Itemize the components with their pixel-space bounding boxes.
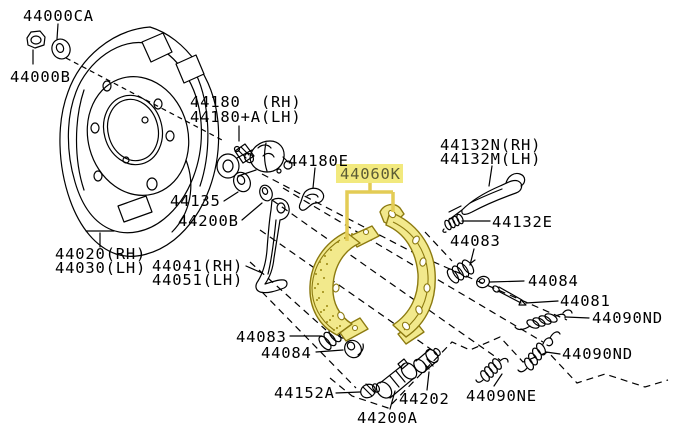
backing-plate <box>59 26 220 257</box>
highlight-label-bg <box>336 164 403 183</box>
spring-44090ND-upper <box>514 309 590 331</box>
part-label-44041-rh[interactable]: 44041(RH) <box>152 257 243 275</box>
washer-44135 <box>223 171 251 202</box>
part-label-44000b[interactable]: 44000B <box>10 68 71 86</box>
adjuster-socket-44152A <box>335 383 381 399</box>
wheel-cylinder <box>216 125 293 179</box>
part-label-44081[interactable]: 44081 <box>560 292 611 310</box>
part-label-44083-upper[interactable]: 44083 <box>450 232 501 250</box>
part-label-44084-lower[interactable]: 44084 <box>261 344 312 362</box>
part-label-44180-rh[interactable]: 44180 (RH) <box>190 93 301 111</box>
part-label-44060k-highlighted[interactable]: 44060K <box>340 165 401 183</box>
part-label-44132m-lh[interactable]: 44132M(LH) <box>440 150 541 168</box>
part-label-44202[interactable]: 44202 <box>399 390 450 408</box>
part-label-44135[interactable]: 44135 <box>170 192 221 210</box>
part-label-44083-lower[interactable]: 44083 <box>236 328 287 346</box>
part-label-44030-lh[interactable]: 44030(LH) <box>55 259 146 277</box>
adjuster-lever <box>448 165 526 220</box>
part-label-44180e[interactable]: 44180E <box>288 152 349 170</box>
parking-brake-lever <box>245 197 290 294</box>
part-label-44090nd-lower[interactable]: 44090ND <box>562 345 633 363</box>
spring-44132E <box>442 213 491 233</box>
spring-44083-upper <box>446 248 476 284</box>
part-label-44090ne[interactable]: 44090NE <box>466 387 537 405</box>
cup-44084-lower <box>315 339 364 359</box>
retainer-44180E <box>298 167 325 211</box>
spring-44090NE <box>475 357 509 387</box>
spring-44090ND-lower <box>517 331 561 373</box>
hub-nut <box>26 30 46 65</box>
adjuster-nut-44202 <box>413 347 441 391</box>
part-label-44090nd-upper[interactable]: 44090ND <box>592 309 663 327</box>
hub-washer <box>51 23 71 60</box>
part-label-44180a-lh[interactable]: 44180+A(LH) <box>190 108 301 126</box>
pin-44081 <box>492 285 559 306</box>
part-labels: 44000CA 44000B 44180 (RH) 44180+A(LH) 44… <box>10 7 663 427</box>
part-label-44200a[interactable]: 44200A <box>357 409 418 427</box>
part-label-44152a[interactable]: 44152A <box>274 384 335 402</box>
part-label-44051-lh[interactable]: 44051(LH) <box>152 271 243 289</box>
brake-shoe-right <box>379 203 436 345</box>
brake-shoe-left <box>309 225 380 342</box>
part-label-44000ca[interactable]: 44000CA <box>23 7 94 25</box>
part-label-44132n-rh[interactable]: 44132N(RH) <box>440 136 541 154</box>
part-label-44020-rh[interactable]: 44020(RH) <box>55 245 146 263</box>
grommet-44200B <box>241 184 273 221</box>
part-label-44200b[interactable]: 44200B <box>178 212 239 230</box>
part-label-44132e[interactable]: 44132E <box>492 213 553 231</box>
washer-44084-right <box>476 275 525 289</box>
highlight-bracket <box>345 183 395 241</box>
part-label-44084-right[interactable]: 44084 <box>528 272 579 290</box>
